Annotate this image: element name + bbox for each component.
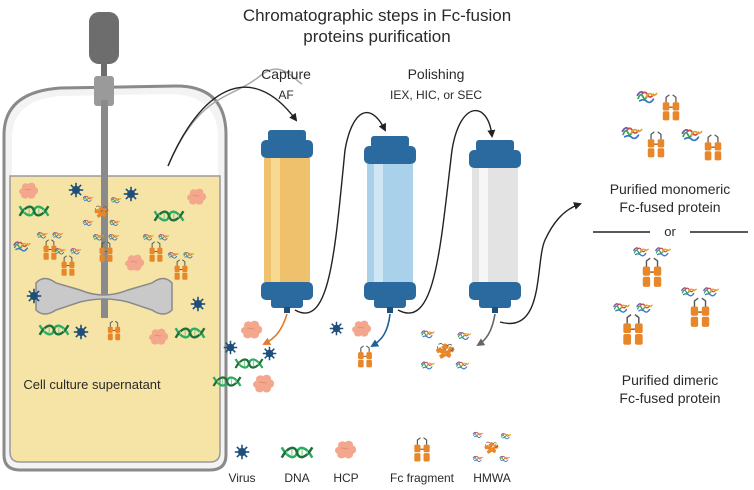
dimeric-products bbox=[614, 248, 718, 345]
supernatant-label: Cell culture supernatant bbox=[23, 377, 161, 392]
culture-medium bbox=[9, 175, 221, 463]
polishing-waste-arrow bbox=[370, 313, 391, 348]
dimeric-label-line-2: Fc-fused protein bbox=[619, 390, 720, 406]
polishing-column bbox=[364, 136, 416, 313]
flow-arrow-to-product bbox=[499, 202, 582, 325]
bioreactor bbox=[2, 12, 303, 472]
capture-sublabel: AF bbox=[278, 88, 293, 102]
legend-dna-label: DNA bbox=[284, 471, 309, 485]
dimeric-label: Purified dimeric bbox=[622, 372, 718, 388]
capture-column bbox=[261, 130, 313, 313]
polishing-sublabel: IEX, HIC, or SEC bbox=[390, 88, 482, 102]
stirrer-handle bbox=[89, 12, 119, 64]
sec-column bbox=[469, 140, 521, 313]
legend-fc-fragment-label: Fc fragment bbox=[390, 471, 455, 485]
polishing-label: Polishing bbox=[408, 66, 465, 82]
legend-hmwa-icon bbox=[473, 432, 511, 461]
sec-waste-arrow bbox=[476, 313, 496, 347]
diagram-title-line-2: proteins purification bbox=[303, 27, 450, 46]
legend-hcp-icon bbox=[334, 440, 357, 460]
monomeric-products bbox=[621, 90, 722, 161]
flow-arrow-to-capture bbox=[167, 86, 298, 167]
legend-hcp-label: HCP bbox=[333, 471, 358, 485]
legend-virus-icon bbox=[234, 444, 250, 460]
legend-dna-icon bbox=[280, 446, 314, 459]
legend-fc-fragment-icon bbox=[413, 437, 431, 463]
capture-waste-arrow bbox=[262, 313, 288, 345]
legend-hmwa-label: HMWA bbox=[473, 471, 511, 485]
polishing-waste bbox=[329, 320, 373, 368]
capture-label: Capture bbox=[261, 66, 311, 82]
sec-waste bbox=[422, 331, 471, 369]
legend: Virus DNA HCP Fc fragment HMWA bbox=[228, 432, 510, 485]
flow-arrow-to-sec bbox=[397, 109, 496, 314]
monomeric-label: Purified monomeric bbox=[610, 181, 731, 197]
diagram-title: Chromatographic steps in Fc-fusion bbox=[243, 6, 511, 25]
legend-virus-label: Virus bbox=[228, 471, 255, 485]
flow-arrow-to-polishing bbox=[294, 111, 386, 314]
monomeric-label-line-2: Fc-fused protein bbox=[619, 199, 720, 215]
or-label: or bbox=[664, 224, 676, 239]
impeller bbox=[35, 277, 173, 315]
